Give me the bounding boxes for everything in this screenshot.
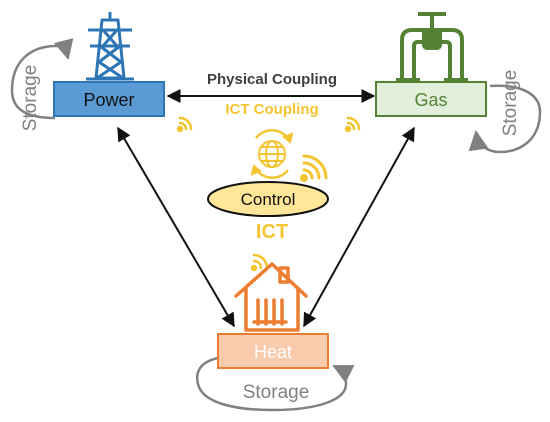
heat-storage-loop: Storage (196, 356, 355, 412)
gas-label: Gas (414, 90, 447, 110)
globe-sync-icon (250, 129, 294, 179)
power-storage-loop: Storage (10, 38, 74, 132)
power-tower-icon (86, 12, 134, 81)
coupling-arrows (117, 89, 415, 328)
heat-label: Heat (254, 342, 292, 362)
wireless-signal-icon-right (344, 116, 361, 133)
control-label: Control (241, 190, 296, 209)
ict-coupling-label: ICT Coupling (225, 101, 318, 118)
wireless-signal-icon-center (300, 154, 328, 182)
gas-node: Gas (375, 81, 487, 117)
power-heat-arrow (117, 126, 235, 328)
gas-storage-label: Storage (500, 70, 521, 137)
heat-node: Heat (217, 333, 329, 369)
control-node: Control (207, 181, 329, 217)
heat-storage-label: Storage (243, 382, 310, 403)
power-node: Power (53, 81, 165, 117)
ict-label: ICT (256, 221, 288, 243)
power-storage-label: Storage (20, 65, 41, 132)
wireless-signal-icon-left (176, 116, 193, 133)
gas-storage-loop: Storage (468, 70, 542, 154)
gas-pipe-icon (396, 12, 468, 82)
wireless-signal-icon-heat (250, 253, 269, 272)
house-radiator-icon (234, 262, 308, 332)
power-label: Power (83, 90, 134, 110)
gas-heat-arrow (303, 126, 415, 328)
physical-coupling-label: Physical Coupling (207, 71, 337, 88)
